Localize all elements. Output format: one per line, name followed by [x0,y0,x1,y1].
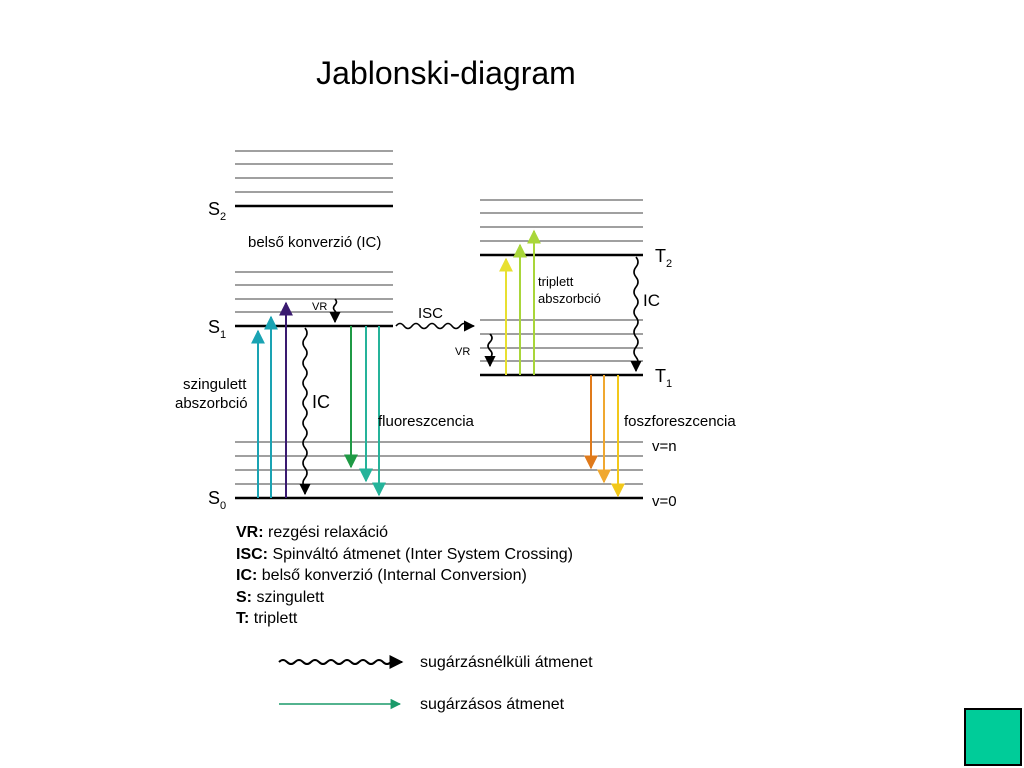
v-0-label: v=0 [652,493,677,510]
vr-triplet-label: VR [455,346,470,358]
definition-ic: IC: belső konverzió (Internal Conversion… [236,567,527,584]
ic-singlet-label: IC [312,392,330,412]
triplet-absorption-label: triplett abszorbció [538,274,601,306]
ic-singlet-wavy-arrow [299,327,311,496]
legend-nonradiative-wavy-arrow [278,655,404,669]
ic-triplet-label: IC [643,291,660,310]
definition-t: T: triplett [236,610,298,627]
s2-levels [235,150,393,208]
phosphorescence-label: foszforeszcencia [624,413,736,430]
corner-box [964,708,1022,766]
vr-singlet-wavy-arrow [329,298,341,324]
title-text: Jablonski-diagram [316,55,576,91]
s1-levels [235,271,393,328]
legend-nonradiative-label: sugárzásnélküli átmenet [420,654,593,671]
singlet-absorption-label: szingulett abszorbció [175,376,251,412]
s0-label: S0 [208,488,226,512]
t1-levels [480,319,643,377]
slide-title: Jablonski-diagram [0,55,1024,92]
fluorescence-label: fluoreszcencia [378,413,475,430]
t2-levels [480,199,643,257]
t1-label: T1 [655,366,672,390]
t2-label: T2 [655,246,672,270]
legend-radiative-label: sugárzásos átmenet [420,696,565,713]
v-n-label: v=n [652,438,677,455]
internal-conversion-label: belső konverzió (IC) [248,234,381,251]
vr-singlet-label: VR [312,301,327,313]
isc-label: ISC [418,305,443,322]
definition-vr: VR: rezgési relaxáció [236,524,389,541]
definition-isc: ISC: Spinváltó átmenet (Inter System Cro… [236,545,574,563]
definition-s: S: szingulett [236,588,325,606]
s2-label: S2 [208,199,226,223]
vr-triplet-wavy-arrow [484,333,496,368]
s1-label: S1 [208,317,226,341]
s0-levels [235,441,643,500]
ic-triplet-wavy-arrow [630,256,642,373]
definitions-list: VR: rezgési relaxáció ISC: Spinváltó átm… [236,522,573,630]
isc-wavy-arrow [395,320,476,332]
